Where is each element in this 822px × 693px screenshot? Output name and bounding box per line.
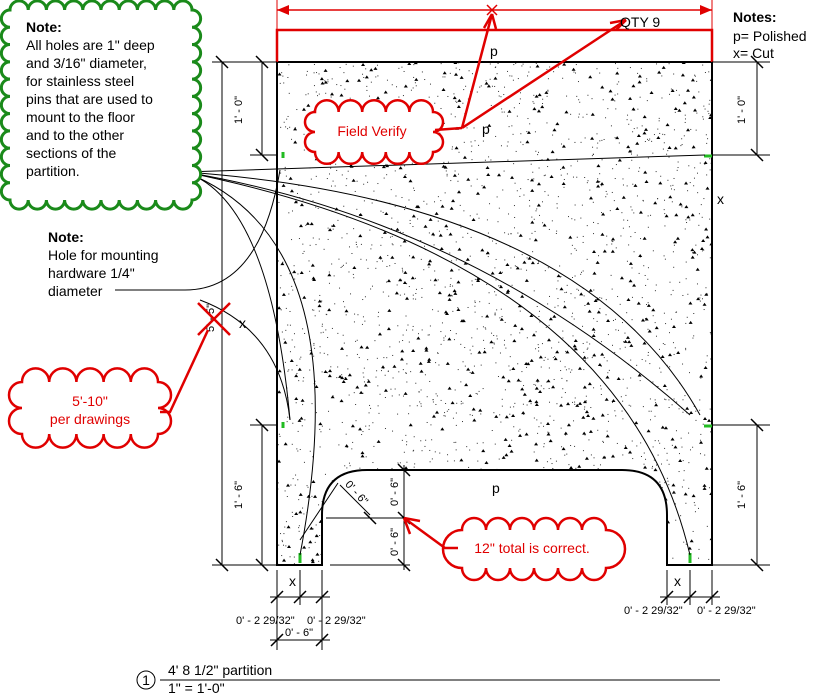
- label-cut-left: x: [239, 315, 246, 331]
- hole-markers: [281, 152, 712, 563]
- dim-leg-left-b: 0' - 2 29/32": [307, 615, 366, 627]
- svg-text:partition.: partition.: [26, 163, 80, 179]
- strike-x-mark: [197, 302, 231, 336]
- dim-top-left: 1' - 0": [233, 96, 245, 124]
- dim-leg-left-a: 0' - 2 29/32": [236, 615, 295, 627]
- dim-notch-lower: 0' - 6": [389, 528, 401, 556]
- dim-notch-radius: 0' - 6": [342, 479, 370, 508]
- svg-text:mount to the floor: mount to the floor: [26, 109, 135, 125]
- dim-bottom-right: 1' - 6": [736, 481, 748, 509]
- notes-legend: Notes: p= Polished x= Cut: [733, 9, 807, 61]
- dimension-lines: [212, 55, 770, 650]
- per-drawings-cloud: [7, 367, 173, 449]
- dim-leg-right-a: 0' - 2 29/32": [624, 605, 683, 617]
- label-cut-leg-left: x: [289, 573, 296, 589]
- view-number: 1: [142, 672, 150, 688]
- label-polished-top: p: [490, 43, 498, 59]
- svg-text:x= Cut: x= Cut: [733, 45, 774, 61]
- svg-text:diameter: diameter: [48, 283, 103, 299]
- label-polished-2: p: [482, 121, 490, 137]
- svg-text:Note:: Note:: [48, 229, 84, 245]
- dim-leg-width: 0' - 6": [285, 627, 313, 639]
- dim-leg-right-b: 0' - 2 29/32": [697, 605, 756, 617]
- note-cloud: [0, 0, 203, 211]
- note-leaders: [100, 154, 706, 556]
- red-top-markup: [275, 0, 714, 130]
- svg-text:Note:: Note:: [26, 19, 62, 35]
- svg-text:and 3/16" diameter,: and 3/16" diameter,: [26, 55, 147, 71]
- per-drawings-line1: 5'-10": [72, 393, 108, 409]
- note-hardware: Note: Hole for mounting hardware 1/4" di…: [48, 229, 159, 299]
- qty-label: QTY 9: [620, 14, 660, 30]
- view-title: 1 4' 8 1/2" partition 1" = 1'-0": [136, 662, 720, 693]
- field-verify-cloud: [303, 99, 445, 165]
- dim-notch-upper: 0' - 6": [389, 478, 401, 506]
- per-drawings-line2: per drawings: [50, 411, 130, 427]
- partition-slab: [276, 61, 713, 566]
- note-holes: Note: All holes are 1" deep and 3/16" di…: [26, 19, 155, 179]
- dim-bottom-left: 1' - 6": [233, 481, 245, 509]
- view-name: 4' 8 1/2" partition: [168, 662, 272, 678]
- svg-text:Notes:: Notes:: [733, 9, 777, 25]
- label-polished-notch: p: [492, 480, 500, 496]
- total-correct-cloud: [441, 516, 627, 582]
- field-verify-text: Field Verify: [337, 123, 406, 139]
- svg-text:hardware 1/4": hardware 1/4": [48, 265, 135, 281]
- svg-text:sections of the: sections of the: [26, 145, 116, 161]
- svg-text:Hole for mounting: Hole for mounting: [48, 247, 159, 263]
- svg-text:and to the other: and to the other: [26, 127, 124, 143]
- dim-top-right: 1' - 0": [736, 96, 748, 124]
- svg-text:All holes are 1" deep: All holes are 1" deep: [26, 37, 155, 53]
- total-correct-text: 12" total is correct.: [474, 540, 589, 556]
- svg-text:pins that are used to: pins that are used to: [26, 91, 153, 107]
- svg-text:p= Polished: p= Polished: [733, 28, 807, 44]
- label-cut-right: x: [717, 191, 724, 207]
- label-cut-leg-right: x: [674, 573, 681, 589]
- svg-text:for stainless steel: for stainless steel: [26, 73, 134, 89]
- view-scale: 1" = 1'-0": [168, 680, 225, 693]
